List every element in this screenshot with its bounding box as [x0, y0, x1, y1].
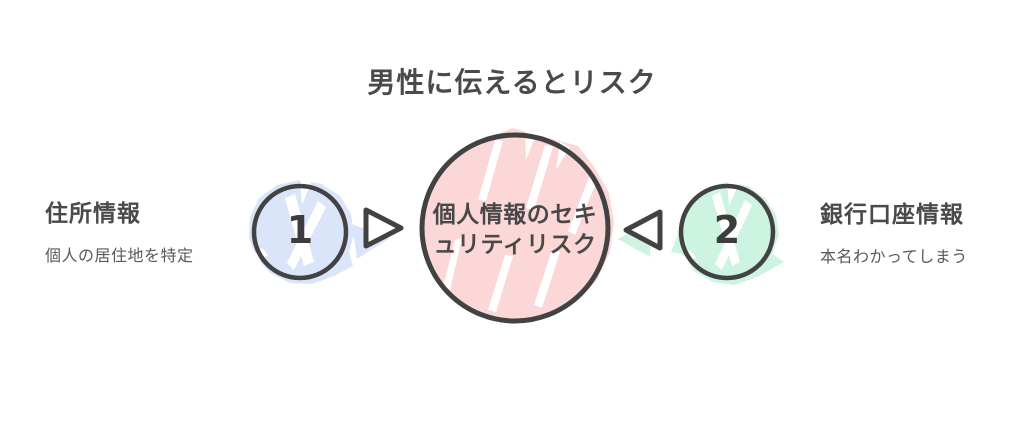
crayon-streak [534, 250, 560, 308]
crayon-streak [285, 194, 314, 266]
step-2-outline [678, 183, 776, 281]
risk-label-line2: ュリティリスク [433, 232, 597, 259]
crayon-streak [568, 175, 597, 235]
risk-circle [419, 128, 614, 324]
crayon-streak [488, 255, 513, 312]
crayon-streak [715, 200, 752, 270]
crayon-streak [443, 238, 462, 290]
bank-account-block: 銀行口座情報 本名わかってしまう [820, 195, 968, 267]
crayon-streak [478, 140, 503, 201]
diagram-title: 男性に伝えるとリスク [367, 66, 657, 99]
step-2-circle [671, 180, 784, 285]
arrow-left-outline [623, 209, 663, 251]
crayon-streak [248, 248, 268, 266]
step-2-number: 2 [713, 208, 741, 252]
address-info-description: 個人の居住地を特定 [45, 246, 194, 265]
crayon-streak [712, 192, 740, 266]
crayon-streak [287, 201, 326, 270]
risk-circle-outline [419, 132, 611, 324]
arrow-right-icon [352, 207, 404, 259]
bank-account-description: 本名わかってしまう [820, 247, 968, 266]
risk-scribble-fill [422, 128, 614, 321]
arrow-left-icon [618, 209, 663, 257]
crayon-streak [526, 145, 553, 210]
arrow-right-outline [363, 207, 404, 249]
risk-label-line1: 個人情報のセキ [432, 202, 598, 228]
address-info-block: 住所情報 個人の居住地を特定 [45, 194, 194, 266]
risk-circle-label: 個人情報のセキ ュリティリスク [420, 200, 610, 261]
bank-account-heading: 銀行口座情報 [820, 202, 964, 228]
step-1-outline [251, 183, 349, 281]
step-1-circle [248, 178, 354, 284]
step-1-number: 1 [286, 208, 314, 252]
address-info-heading: 住所情報 [45, 201, 141, 227]
